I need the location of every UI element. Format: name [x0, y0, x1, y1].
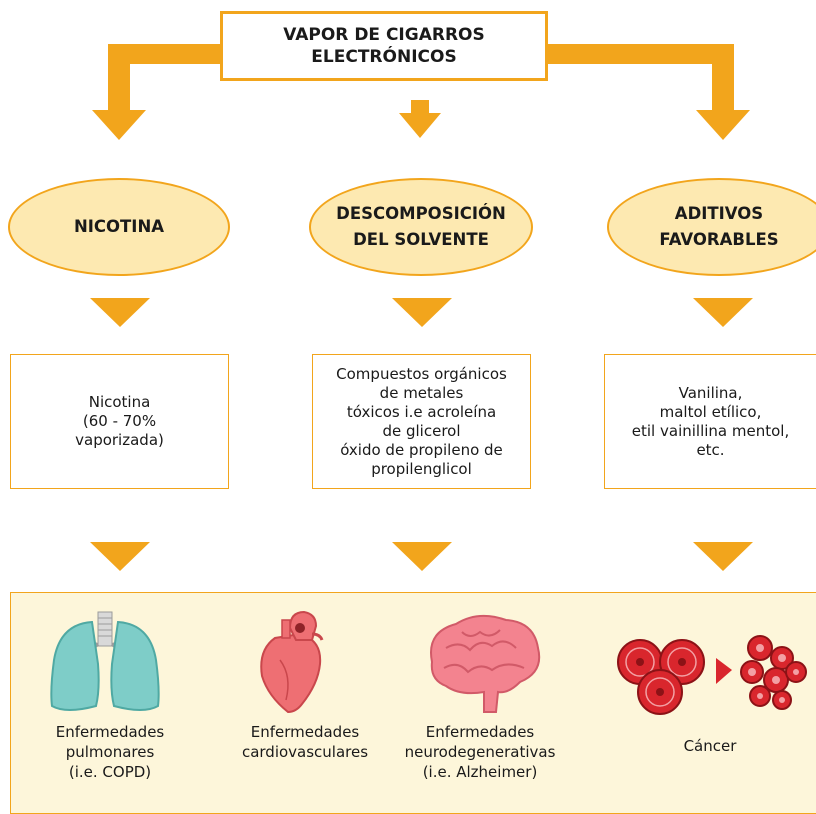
detail-line: vaporizada)	[75, 431, 164, 449]
outcome-line: neurodegenerativas	[404, 743, 556, 761]
detail-line: (60 - 70%	[82, 412, 157, 430]
category-nicotina: NICOTINA	[8, 178, 230, 276]
down-triangle	[693, 542, 753, 571]
outcome-pulmonares: Enfermedades pulmonares (i.e. COPD)	[25, 722, 195, 782]
arrow-to-descomposicion	[399, 100, 441, 138]
category-aditivos: ADITIVOS FAVORABLES	[607, 178, 816, 276]
title-box: VAPOR DE CIGARROS ELECTRÓNICOS	[220, 11, 548, 81]
category-label: ADITIVOS	[674, 204, 764, 223]
title-line-2: ELECTRÓNICOS	[311, 47, 457, 67]
detail-line: Compuestos orgánicos	[336, 364, 507, 383]
outcome-line: Enfermedades	[250, 723, 360, 741]
down-triangle	[392, 298, 452, 327]
down-triangle	[90, 298, 150, 327]
category-label: DESCOMPOSICIÓN	[336, 204, 506, 223]
outcome-line: Cáncer	[683, 737, 737, 755]
detail-line: de metales	[379, 383, 464, 402]
detail-box-nicotina: Nicotina (60 - 70% vaporizada)	[10, 354, 229, 489]
arrow-to-nicotina	[92, 44, 220, 140]
down-triangle	[90, 542, 150, 571]
detail-line: Nicotina	[88, 393, 151, 411]
arrow-to-aditivos	[548, 44, 750, 140]
detail-box-descomposicion: Compuestos orgánicos de metales tóxicos …	[312, 354, 531, 489]
progression-arrow-icon	[716, 658, 732, 684]
heart-icon	[260, 610, 324, 714]
outcome-cancer: Cáncer	[640, 736, 780, 756]
detail-line: maltol etílico,	[659, 402, 762, 421]
lungs-icon	[50, 611, 160, 711]
brain-icon	[430, 614, 541, 713]
detail-line: óxido de propileno de	[340, 440, 503, 459]
outcome-line: Enfermedades	[55, 723, 165, 741]
detail-line: propilenglicol	[371, 459, 472, 478]
outcome-line: (i.e. Alzheimer)	[422, 763, 538, 781]
outcome-line: (i.e. COPD)	[68, 763, 152, 781]
title-line-1: VAPOR DE CIGARROS	[283, 25, 485, 45]
outcome-line: Enfermedades	[425, 723, 535, 741]
outcome-neurodegenerativas: Enfermedades neurodegenerativas (i.e. Al…	[390, 722, 570, 782]
category-label: FAVORABLES	[659, 230, 779, 249]
detail-line: etc.	[696, 440, 725, 459]
detail-line: etil vainillina mentol,	[631, 421, 790, 440]
category-descomposicion: DESCOMPOSICIÓN DEL SOLVENTE	[309, 178, 533, 276]
detail-line: Vanilina,	[678, 383, 743, 402]
detail-line: de glicerol	[382, 421, 461, 440]
outcome-cardiovasculares: Enfermedades cardiovasculares	[220, 722, 390, 762]
down-triangle	[693, 298, 753, 327]
category-label: DEL SOLVENTE	[353, 230, 489, 249]
detail-box-aditivos: Vanilina, maltol etílico, etil vainillin…	[604, 354, 816, 489]
cancer-cells-icon	[617, 635, 807, 715]
detail-line: tóxicos i.e acroleína	[346, 402, 497, 421]
down-triangle	[392, 542, 452, 571]
outcome-line: cardiovasculares	[241, 743, 369, 761]
category-label: NICOTINA	[73, 217, 165, 236]
outcome-line: pulmonares	[65, 743, 155, 761]
